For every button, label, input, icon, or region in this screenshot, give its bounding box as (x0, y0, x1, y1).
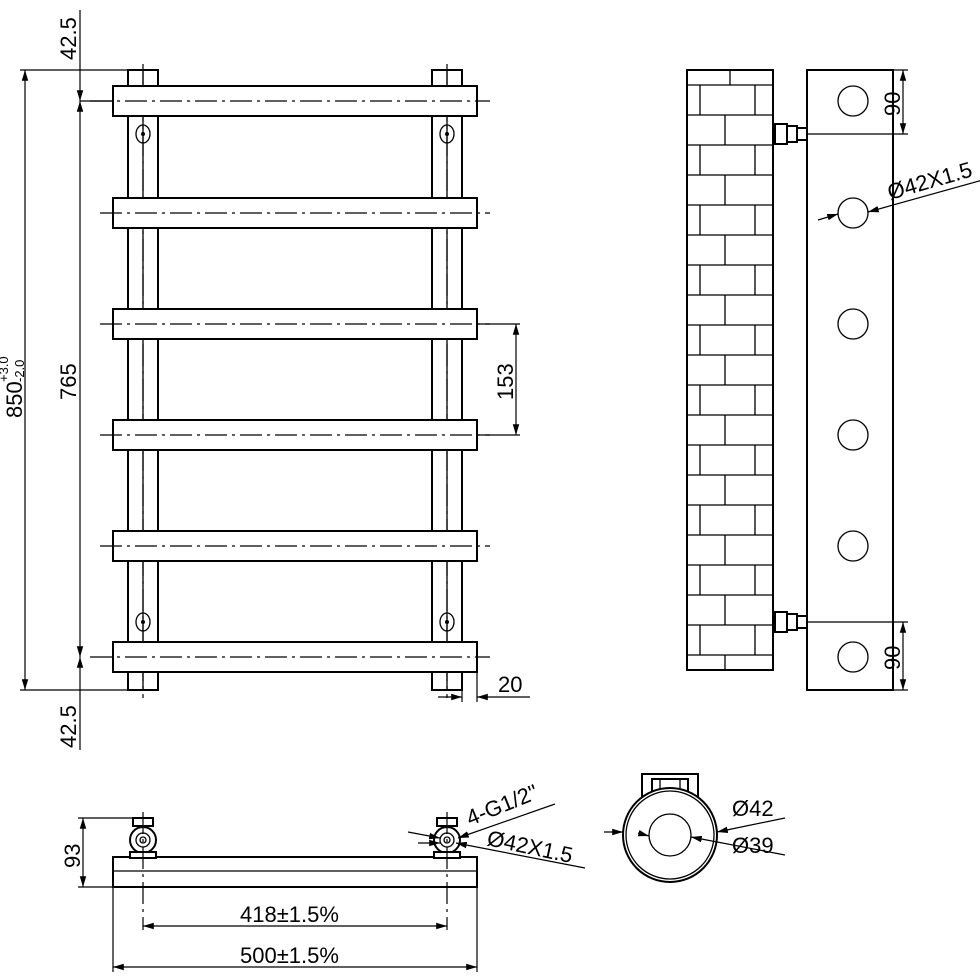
mounting-holes (135, 124, 455, 632)
radiator-side-column (806, 69, 894, 691)
front-view: 42.5 42.5 850 -2.0 +3.0 765 153 20 (0, 10, 530, 750)
dim-outer-diameter: Ø42 (732, 796, 774, 821)
side-view: 90 90 Ø42X1.5 (686, 69, 980, 691)
dim-top-inlet: 90 (880, 92, 905, 116)
dim-top-offset: 42.5 (56, 17, 81, 60)
brick-wall (686, 69, 774, 671)
dim-overall-height-tol-lower: -2.0 (12, 360, 27, 382)
section-view: Ø42 Ø39 (604, 773, 786, 883)
dim-depth: 93 (60, 844, 85, 868)
top-view: 93 418±1.5% 500±1.5% 4-G1/2" Ø42X1.5 (60, 779, 586, 972)
dim-bottom-offset: 42.5 (56, 705, 81, 748)
dim-overall-height: 850 (2, 381, 27, 418)
top-bar (112, 856, 478, 888)
bar-sections (837, 85, 869, 673)
tube-outer-wall (622, 787, 718, 883)
dim-center-height: 765 (56, 363, 81, 400)
dim-bar-pitch: 153 (493, 363, 518, 400)
dim-overall-width: 500±1.5% (240, 943, 339, 968)
horizontal-bars (90, 85, 490, 673)
dim-bottom-inlet: 90 (880, 646, 905, 670)
dim-side-tube: Ø42X1.5 (884, 157, 974, 205)
wall-bracket-top (774, 123, 808, 145)
dim-center-width: 418±1.5% (240, 902, 339, 927)
dim-inner-diameter: Ø39 (732, 833, 774, 858)
tube-inner-bore (648, 813, 692, 857)
wall-bracket-bottom (774, 611, 808, 633)
dim-wall-gap: 20 (498, 672, 522, 697)
dim-overall-height-tol-upper: +3.0 (0, 356, 11, 382)
dim-top-tube: Ø42X1.5 (485, 825, 575, 868)
